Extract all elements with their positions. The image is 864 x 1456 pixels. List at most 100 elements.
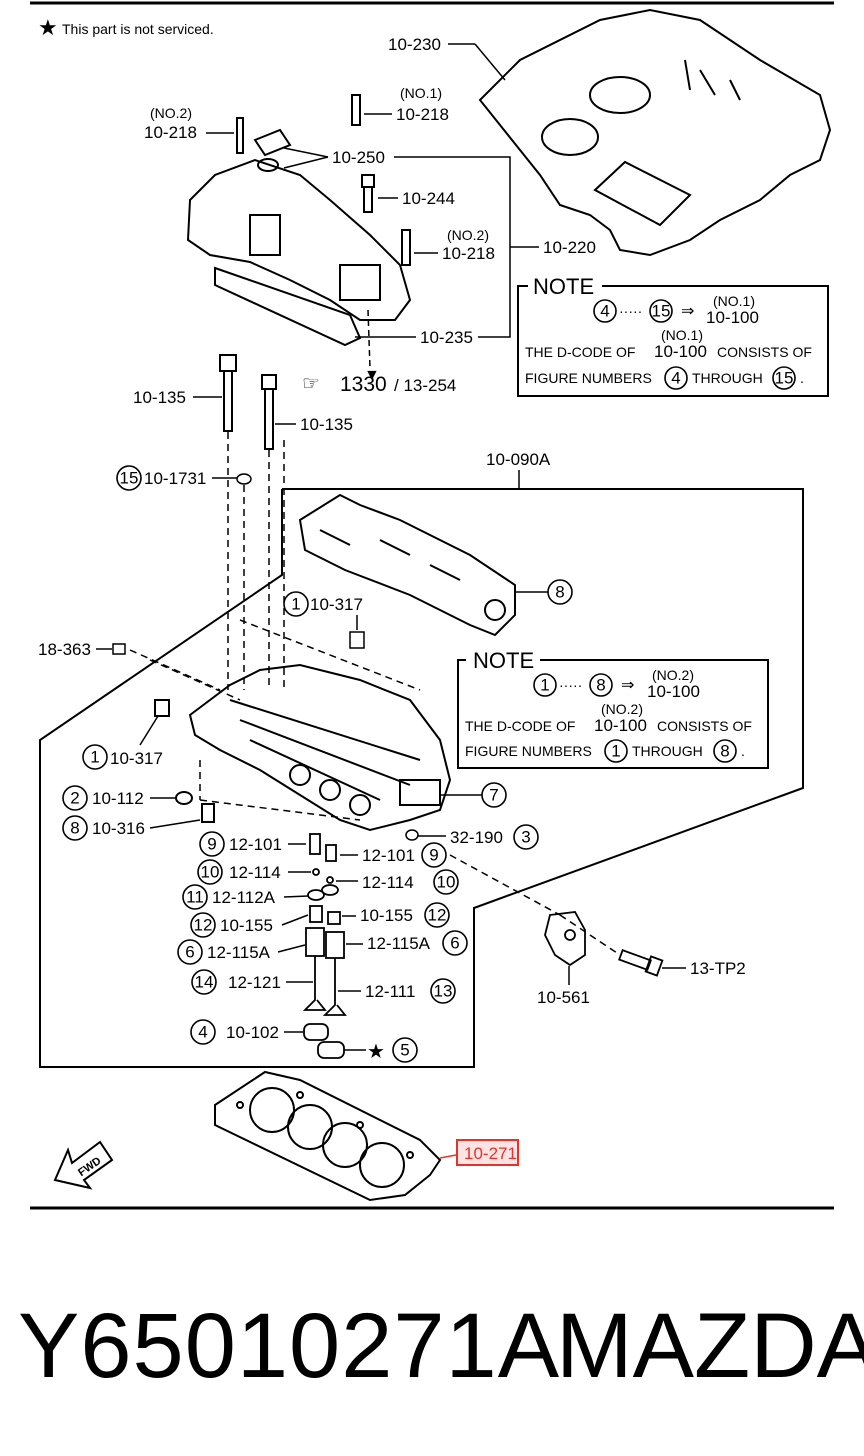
star-note: This part is not serviced. [62,21,214,37]
svg-text:1: 1 [90,748,99,767]
label-18-363: 18-363 [38,640,91,659]
circle-11 [182,884,208,910]
label-10-218-no2b: 10-218 [442,244,495,263]
label-10-135-right: 10-135 [300,415,353,434]
engine-cover-drawing [478,8,832,257]
svg-text:.: . [800,370,804,386]
label-10-102: 10-102 [226,1023,279,1042]
circle-1-lower [82,744,108,770]
label-10-1731: 10-1731 [144,469,206,488]
label-10-271[interactable]: 10-271 [464,1144,517,1163]
circle-2 [62,785,88,811]
svg-text:6: 6 [450,934,459,953]
circle-12-right [424,902,450,928]
note2-from: 1 [540,676,549,695]
label-10-230: 10-230 [388,35,441,54]
svg-text:13: 13 [434,982,453,1001]
cylinder-head-drawing [154,663,452,832]
label-10-316: 10-316 [92,819,145,838]
label-12-114-right: 12-114 [362,873,414,892]
circle-9-left [199,831,225,857]
circle-6-right [442,930,468,956]
note1-line2-a: FIGURE NUMBERS [525,370,652,386]
head-upper-drawing [298,493,516,637]
svg-text:5: 5 [400,1041,409,1060]
svg-text:8: 8 [555,583,564,602]
label-10-317-upper: 10-317 [310,595,363,614]
note2-line2-to: 8 [720,742,729,761]
label-12-101-left: 12-101 [229,835,282,854]
svg-text:7: 7 [489,786,498,805]
note1-line2-from: 4 [671,369,680,388]
label-10-235: 10-235 [420,328,473,347]
head-gasket-drawing [214,1070,442,1202]
highlight-box-10-271[interactable] [456,1139,519,1166]
note-box-2: NOTE 1 ····· 8 ⇒ (NO.2) 10-100 THE D-COD… [457,648,769,769]
dashed-guides [129,432,621,956]
note1-title: NOTE [533,274,594,299]
svg-text:·····: ····· [559,677,582,693]
note1-arrow: ⇒ [681,303,694,320]
circle-8-lower [62,815,88,841]
svg-text:10: 10 [437,873,456,892]
label-10-218-no2-tag: (NO.2) [150,105,192,121]
star-marker-icon: ★ [367,1041,385,1063]
label-10-218-no2: 10-218 [144,123,197,142]
note1-line1-tag: (NO.1) [661,327,703,343]
label-10-218-no2b-tag: (NO.2) [447,227,489,243]
note1-code: 10-100 [706,308,759,327]
svg-text:6: 6 [185,943,194,962]
circle-10-right [433,869,459,895]
label-10-218-no1: 10-218 [396,105,449,124]
note1-to: 15 [652,302,671,321]
note1-from: 4 [600,302,609,321]
label-12-115a-left: 12-115A [207,943,271,962]
valve-train-drawing [302,833,347,1059]
note2-line1-a: THE D-CODE OF [465,718,575,734]
label-10-112: 10-112 [92,789,144,808]
label-1330: 1330 [340,373,387,396]
label-10-244: 10-244 [402,189,455,208]
circle-10-left [197,859,223,885]
circle-15 [116,465,142,491]
label-10-155-right: 10-155 [360,906,413,925]
note1-line1-a: THE D-CODE OF [525,344,635,360]
svg-text:4: 4 [198,1023,207,1042]
note2-title: NOTE [473,648,534,673]
brand-name: MAZDA [556,1295,864,1397]
svg-text:8: 8 [70,819,79,838]
fwd-arrow-icon: FWD [53,1140,114,1190]
svg-text:9: 9 [429,846,438,865]
svg-text:9: 9 [207,835,216,854]
svg-text:10: 10 [201,863,220,882]
label-10-218-no1-tag: (NO.1) [400,85,442,101]
note2-arrow: ⇒ [621,677,634,694]
bolt-drawings [219,94,411,450]
label-10-220: 10-220 [543,238,596,257]
star-icon: ★ [38,15,58,40]
note-box-1: NOTE 4 ····· 15 ⇒ (NO.1) 10-100 THE D-CO… [517,274,829,397]
hand-pointer-icon: ☞ [302,373,320,395]
svg-text:.: . [741,743,745,759]
note1-line2-mid: THROUGH [692,370,763,386]
label-10-317-lower: 10-317 [110,749,163,768]
note1-tag: (NO.1) [713,293,755,309]
assembly-boundary [39,488,804,1068]
svg-text:·····: ····· [619,303,642,319]
note2-line1-tag: (NO.2) [601,701,643,717]
note2-tag: (NO.2) [652,667,694,683]
cam-sensor-drawing [544,911,664,977]
circle-9-right [421,842,447,868]
circle-12-left [190,912,216,938]
svg-text:2: 2 [70,789,79,808]
part-number: Y65010271A [18,1295,561,1397]
svg-text:11: 11 [186,888,204,907]
svg-text:12: 12 [194,916,213,935]
note1-line2-to: 15 [775,369,794,388]
svg-text:15: 15 [120,469,139,488]
label-10-250: 10-250 [332,148,385,167]
circle-6-left [177,939,203,965]
label-10-155-left: 10-155 [220,916,273,935]
note2-to: 8 [596,676,605,695]
